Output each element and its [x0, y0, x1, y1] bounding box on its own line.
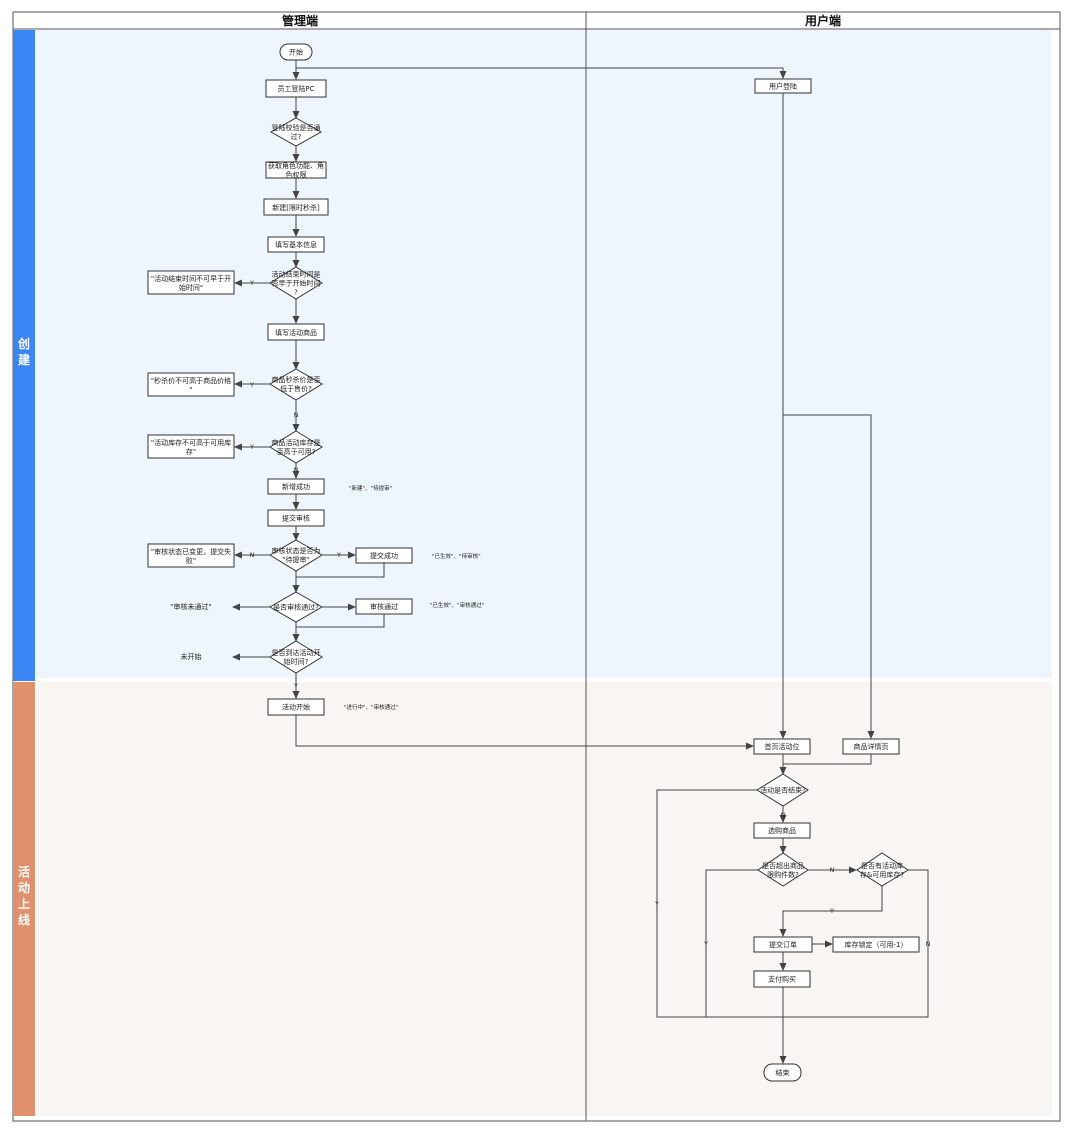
login-check-diamond: [269, 117, 323, 147]
pay-box: [753, 970, 811, 988]
activity-end-diamond: [756, 773, 809, 807]
stock-avail-diamond: [856, 852, 909, 887]
edge-label-n: N: [926, 941, 931, 948]
time-err-label: "活动结束时间不可早于开始时间": [151, 274, 231, 292]
stock-check-diamond: [269, 430, 323, 464]
status-check-label: 审核状态是否为"待提审": [272, 546, 321, 564]
pay-label: 支付购买: [768, 975, 796, 984]
activity-start-label: 活动开始: [282, 703, 310, 712]
time-check-label: 活动结束时间是否早于开始时间?: [272, 269, 321, 296]
lane-header-user: 用户端: [804, 13, 841, 28]
edge-label-y: Y: [249, 280, 254, 287]
connectors: [232, 60, 929, 1064]
new-flash-box: [263, 198, 329, 216]
edge-label-n: N: [294, 412, 299, 419]
submit-ok-box: [355, 547, 413, 564]
edge-label-y: Y: [336, 552, 341, 559]
lane-header-admin: 管理端: [282, 13, 318, 28]
review-pass-label: 审核通过: [370, 602, 398, 611]
submit-order-label: 提交订单: [769, 940, 797, 949]
review-check-label: 是否审核通过?: [273, 602, 319, 611]
submit-order-box: [753, 936, 813, 953]
lock-stock-box: [832, 936, 920, 953]
edge-label-n: N: [250, 552, 255, 559]
edge-label-n: N: [294, 467, 299, 474]
stock-check-label: 商品活动库存是否高于可用?: [272, 438, 321, 456]
note-after-add: "新建"、"待提审": [349, 484, 392, 492]
choose-goods-label: 选购商品: [768, 826, 796, 835]
note-after-submit: "已生效"、"待审核": [432, 552, 481, 560]
edge-label-y: Y: [249, 444, 254, 451]
review-pass-box: [355, 598, 413, 615]
user-login-label: 用户登陆: [769, 82, 797, 91]
start-terminator: [279, 43, 313, 61]
status-check-diamond: [269, 539, 323, 572]
phase-label-online: 活动上线: [18, 864, 30, 927]
home-slot-label: 首页活动位: [765, 742, 800, 751]
limit-check-label: 是否超出商品限购件数?: [762, 861, 804, 879]
phase-label-create: 创建: [17, 336, 31, 367]
end-terminator: [763, 1063, 802, 1082]
edge-label-y: Y: [654, 901, 659, 908]
goods-detail-box: [842, 738, 900, 755]
time-reach-diamond: [269, 640, 323, 674]
login-check-label: 登陆校验是否通过?: [272, 123, 321, 141]
edge-label-y: Y: [703, 941, 708, 948]
create-phase-background: [36, 30, 1052, 678]
status-err-box: [147, 543, 235, 568]
goods-detail-label: 商品详情页: [854, 742, 889, 751]
price-check-diamond: [269, 368, 323, 401]
home-slot-box: [753, 738, 811, 755]
edge-label-y: Y: [829, 908, 834, 915]
submit-review-box: [267, 509, 325, 527]
new-flash-label: 新建[限时秒杀]: [272, 203, 320, 212]
staff-login-label: 员工登陆PC: [277, 84, 314, 93]
get-role-box: [265, 161, 327, 179]
phase-bar-create: [13, 30, 35, 681]
stock-err-label: "活动库存不可高于可用库存": [151, 438, 231, 456]
staff-login-box: [265, 79, 327, 98]
stock-err-box: [147, 434, 235, 459]
phase-bar-online: [13, 682, 35, 1116]
fill-goods-box: [267, 323, 325, 341]
review-check-diamond: [268, 591, 324, 623]
activity-end-label: 活动是否结束?: [760, 785, 806, 794]
end-label: 结束: [776, 1068, 790, 1077]
submit-ok-label: 提交成功: [370, 551, 398, 560]
start-label: 开始: [289, 48, 303, 57]
fill-basic-label: 填写基本信息: [275, 240, 317, 249]
time-reach-label: 是否到达活动开始时间?: [272, 648, 321, 666]
edge-label-n: N: [781, 812, 786, 819]
add-success-label: 新增成功: [282, 482, 310, 491]
stock-avail-label: 是否有活动库存&可用库存?: [860, 861, 904, 879]
online-phase-background: [36, 682, 1052, 1116]
fill-basic-box: [267, 236, 325, 253]
edge-label-y: Y: [249, 382, 254, 389]
price-check-label: 商品秒杀价是否低于售价?: [272, 375, 321, 393]
choose-goods-box: [753, 822, 811, 839]
note-after-review: "已生效"、"审核通过": [430, 601, 484, 609]
get-role-label: 获取角色功能、角色权限: [268, 161, 324, 179]
status-err-label: "审核状态已变更，提交失败": [151, 547, 231, 565]
not-started-label: 未开始: [181, 652, 202, 661]
limit-check-diamond: [757, 852, 809, 887]
price-err-label: "秒杀价不可高于商品价格": [151, 376, 231, 394]
submit-review-label: 提交审核: [282, 514, 310, 523]
review-fail-label: "审核未通过": [170, 602, 211, 611]
note-after-start: "进行中"、"审核通过": [344, 703, 398, 711]
time-check-diamond: [269, 266, 323, 300]
fill-goods-label: 填写活动商品: [275, 328, 317, 337]
time-err-box: [147, 270, 235, 295]
edge-label-n: N: [830, 867, 835, 874]
user-login-box: [754, 78, 812, 94]
activity-start-box: [267, 698, 325, 716]
price-err-box: [147, 372, 235, 397]
edge-label-y: Y: [293, 683, 298, 690]
lock-stock-label: 库存锁定（可用-1）: [845, 940, 908, 949]
add-success-box: [267, 478, 325, 495]
